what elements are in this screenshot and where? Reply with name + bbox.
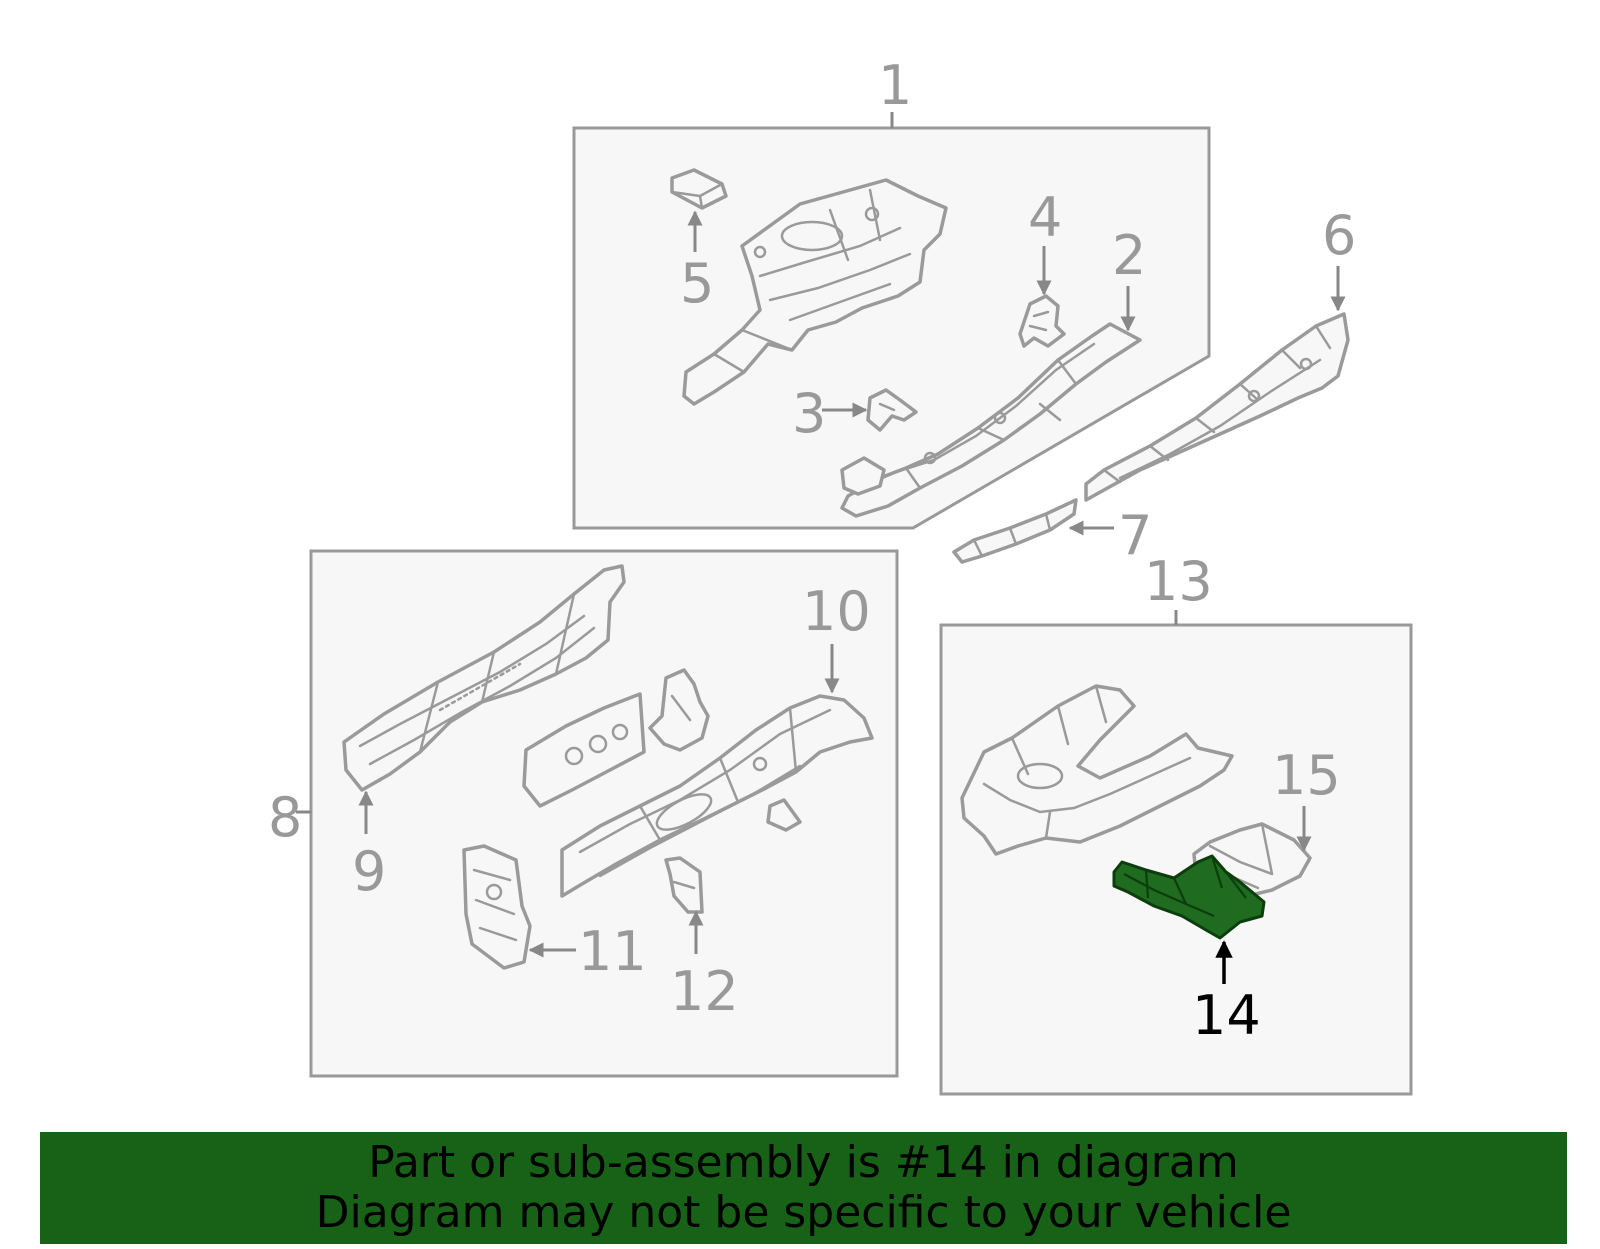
part-floor-assembly[interactable] bbox=[960, 684, 1234, 856]
parts-diagram: 1 2 3 4 5 6 7 8 9 10 11 12 13 14 15 bbox=[268, 54, 1413, 1096]
callout-14: 14 bbox=[1192, 984, 1261, 1047]
callout-11: 11 bbox=[578, 920, 647, 983]
callout-4: 4 bbox=[1028, 186, 1062, 249]
callout-1: 1 bbox=[878, 54, 912, 117]
part-tab-8[interactable] bbox=[766, 798, 802, 832]
part-4[interactable] bbox=[1018, 294, 1066, 348]
callout-10: 10 bbox=[802, 580, 871, 643]
callout-12: 12 bbox=[670, 960, 739, 1023]
callout-7: 7 bbox=[1118, 504, 1152, 567]
part-11[interactable] bbox=[462, 844, 532, 970]
callout-5: 5 bbox=[680, 252, 714, 315]
callout-13: 13 bbox=[1144, 550, 1213, 613]
banner-line-1: Part or sub-assembly is #14 in diagram bbox=[368, 1137, 1239, 1188]
callout-9: 9 bbox=[352, 840, 386, 903]
part-9[interactable] bbox=[342, 564, 626, 792]
group-box-13 bbox=[939, 623, 1413, 1096]
group-box-1 bbox=[572, 126, 1211, 530]
part-7[interactable] bbox=[952, 498, 1078, 564]
callout-15: 15 bbox=[1272, 744, 1341, 807]
info-banner: Part or sub-assembly is #14 in diagram D… bbox=[40, 1132, 1567, 1244]
part-6[interactable] bbox=[1084, 312, 1350, 502]
callout-8: 8 bbox=[268, 786, 302, 849]
part-apron-assembly[interactable] bbox=[682, 178, 948, 406]
callout-6: 6 bbox=[1322, 204, 1356, 267]
banner-line-2: Diagram may not be specific to your vehi… bbox=[315, 1187, 1292, 1238]
callout-3: 3 bbox=[792, 382, 826, 445]
part-brace-8[interactable] bbox=[648, 668, 710, 752]
callout-2: 2 bbox=[1112, 224, 1146, 287]
part-3[interactable] bbox=[866, 388, 918, 432]
part-5[interactable] bbox=[670, 168, 728, 210]
part-14[interactable] bbox=[1112, 854, 1266, 940]
part-2[interactable] bbox=[840, 322, 1142, 518]
part-10[interactable] bbox=[560, 694, 874, 898]
part-bracket-8[interactable] bbox=[522, 692, 646, 808]
